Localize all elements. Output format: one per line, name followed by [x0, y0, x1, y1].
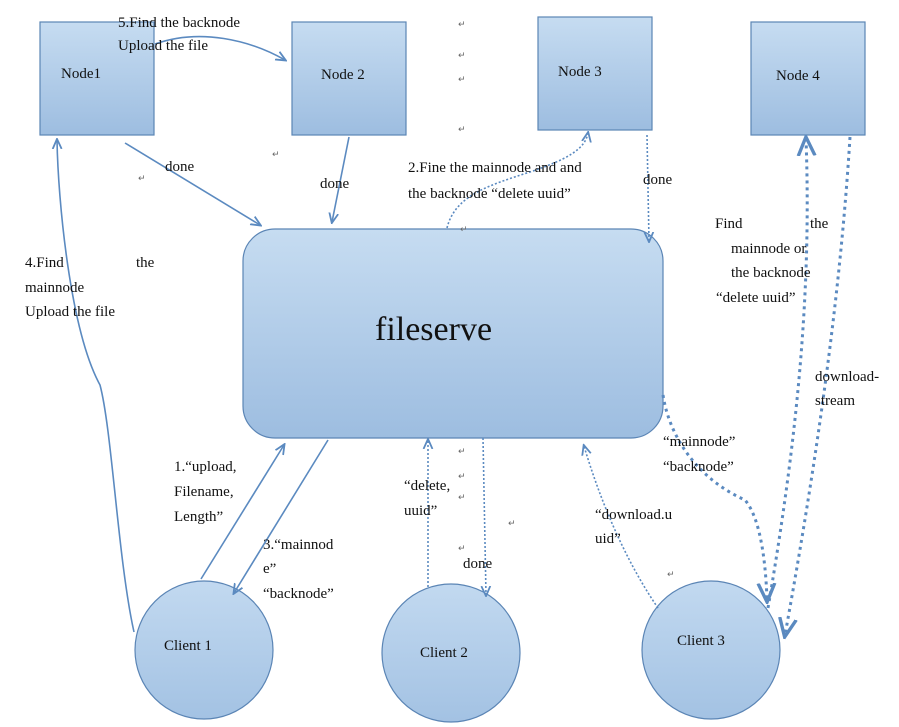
- delete-c2-line1: “delete,: [404, 478, 450, 494]
- label-step4: 4.Find the mainnode Upload the file: [25, 255, 155, 320]
- node2-label: Node 2: [321, 67, 365, 83]
- fileserver-box: fileserve: [242, 228, 664, 439]
- label-step1: 1.“upload, Filename, Length”: [174, 459, 236, 525]
- arrow-node1-to-node2: [154, 35, 285, 60]
- arrow-node3-to-fileserver: [647, 134, 649, 241]
- arrow-client3-to-fileserver: [584, 446, 659, 609]
- arrow-node1-to-fileserver: [124, 142, 260, 225]
- dl-uuid-line1: “download.u: [595, 507, 673, 523]
- arrow-client3-to-node4: [766, 139, 807, 609]
- step3-line2: e”: [263, 561, 276, 577]
- mainnode-c3: “mainnode”: [663, 434, 735, 450]
- dl-stream-line1: download-: [815, 369, 879, 385]
- client2-circle: Client 2: [381, 583, 521, 723]
- step1-line2: Filename,: [174, 484, 234, 500]
- step2-line2: the backnode “delete uuid”: [408, 186, 571, 202]
- arrow-node2-to-fileserver: [332, 136, 350, 222]
- client3-circle: Client 3: [641, 580, 781, 720]
- client1-circle: Client 1: [134, 580, 274, 720]
- label-done-c2: done: [463, 556, 493, 572]
- find-word1: Find: [715, 216, 743, 232]
- find-line2: mainnode or: [731, 241, 806, 257]
- paragraph-marks: ↵ ↵ ↵ ↵ ↵ ↵ ↵ ↵ ↵ ↵ ↵ ↵ ↵: [138, 20, 675, 580]
- arrow-node4-to-client3: [785, 136, 852, 635]
- svg-text:↵: ↵: [508, 519, 516, 529]
- label-mainnode-backnode-c3: “mainnode” “backnode”: [663, 434, 735, 475]
- step4-word1: 4.Find: [25, 255, 64, 271]
- arrow-client1-to-fileserver: [200, 445, 284, 580]
- svg-text:↵: ↵: [458, 544, 466, 554]
- label-done-node2: done: [320, 176, 350, 192]
- svg-text:↵: ↵: [667, 570, 675, 580]
- step4-line2: mainnode: [25, 280, 84, 296]
- label-done-node1: done: [165, 159, 195, 175]
- step4-line3: Upload the file: [25, 304, 115, 320]
- arrow-fileserver-to-client1: [234, 439, 329, 593]
- label-download-uuid: “download.u uid”: [595, 507, 673, 547]
- step5-line2: Upload the file: [118, 38, 208, 54]
- step1-line3: Length”: [174, 509, 223, 525]
- label-find-node4: Find the mainnode or the backnode “delet…: [715, 216, 829, 306]
- dl-uuid-line2: uid”: [595, 531, 621, 547]
- client2-label: Client 2: [420, 645, 468, 661]
- node1-box: Node1: [39, 21, 155, 136]
- arrow-fileserver-to-node3: [446, 133, 588, 229]
- dl-stream-line2: stream: [815, 393, 855, 409]
- svg-text:↵: ↵: [458, 51, 466, 61]
- svg-text:↵: ↵: [458, 447, 466, 457]
- label-step5: 5.Find the backnode Upload the file: [118, 15, 240, 54]
- find-line3: the backnode: [731, 265, 811, 281]
- delete-c2-line2: uuid”: [404, 503, 437, 519]
- node4-label: Node 4: [776, 68, 820, 84]
- node2-box: Node 2: [291, 21, 407, 136]
- step3-line3: “backnode”: [263, 586, 334, 602]
- arrow-client1-to-node1: [57, 140, 135, 633]
- svg-text:↵: ↵: [458, 472, 466, 482]
- backnode-c3: “backnode”: [663, 459, 734, 475]
- node3-label: Node 3: [558, 64, 602, 80]
- svg-text:↵: ↵: [458, 20, 466, 30]
- find-line4: “delete uuid”: [716, 290, 796, 306]
- node1-label: Node1: [61, 66, 101, 82]
- arrow-fileserver-to-client3: [661, 394, 767, 600]
- svg-text:↵: ↵: [460, 225, 468, 235]
- node3-box: Node 3: [537, 16, 653, 131]
- fileserver-label: fileserve: [375, 311, 492, 348]
- svg-text:↵: ↵: [458, 75, 466, 85]
- label-done-node3: done: [643, 172, 673, 188]
- find-word2: the: [810, 216, 829, 232]
- client3-label: Client 3: [677, 633, 725, 649]
- label-step3: 3.“mainnod e” “backnode”: [263, 537, 334, 602]
- step4-word2: the: [136, 255, 155, 271]
- client1-label: Client 1: [164, 638, 212, 654]
- step1-line1: 1.“upload,: [174, 459, 236, 475]
- step5-line1: 5.Find the backnode: [118, 15, 240, 31]
- svg-text:↵: ↵: [138, 174, 146, 184]
- label-delete-c2: “delete, uuid”: [404, 478, 450, 519]
- svg-text:↵: ↵: [458, 493, 466, 503]
- label-download-stream: download- stream: [815, 369, 879, 409]
- svg-text:↵: ↵: [458, 125, 466, 135]
- label-step2: 2.Fine the mainnode and and the backnode…: [408, 160, 582, 202]
- svg-text:↵: ↵: [272, 150, 280, 160]
- step2-line1: 2.Fine the mainnode and and: [408, 160, 582, 176]
- node4-box: Node 4: [750, 21, 866, 136]
- step3-line1: 3.“mainnod: [263, 537, 334, 553]
